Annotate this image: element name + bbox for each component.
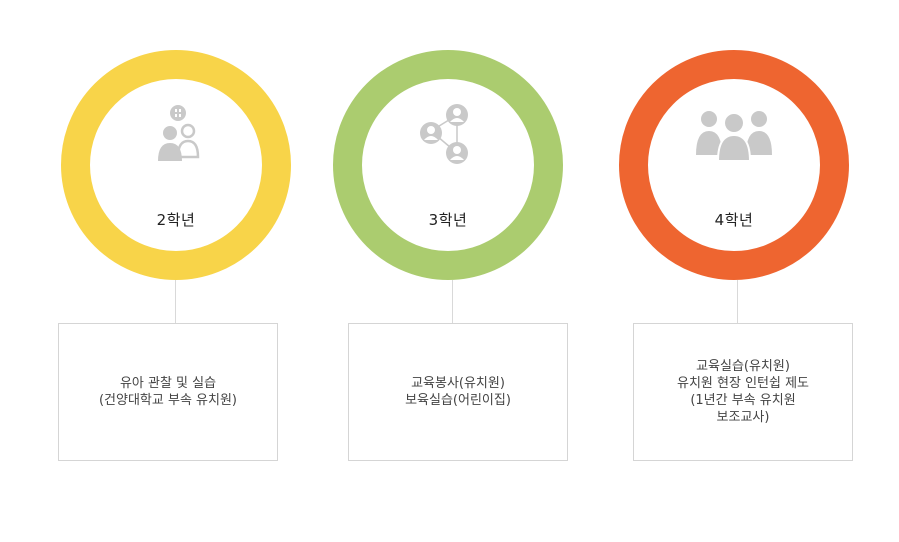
step-description: 교육실습(유치원) 유치원 현장 인턴쉽 제도 (1년간 부속 유치원 보조교사…	[633, 323, 853, 461]
connector-line	[737, 280, 738, 324]
description-line: 보육실습(어린이집)	[405, 393, 511, 408]
add-user-icon	[146, 103, 206, 171]
description-line: 유치원 현장 인턴쉽 제도	[677, 376, 809, 391]
step-description: 교육봉사(유치원) 보육실습(어린이집)	[348, 323, 568, 461]
year3-circle: 3학년	[333, 50, 563, 280]
user-network-icon	[413, 103, 483, 173]
description-line: (건양대학교 부속 유치원)	[98, 393, 237, 408]
step-label: 2학년	[156, 211, 196, 229]
step-label: 4학년	[714, 211, 754, 229]
description-line: (1년간 부속 유치원	[690, 393, 796, 408]
group-icon	[692, 103, 776, 167]
description-line: 유아 관찰 및 실습	[119, 376, 217, 391]
connector-line	[452, 280, 453, 324]
step-description: 유아 관찰 및 실습 (건양대학교 부속 유치원)	[58, 323, 278, 461]
description-line: 교육봉사(유치원)	[411, 376, 505, 391]
description-line: 보조교사)	[716, 410, 770, 425]
description-line: 교육실습(유치원)	[696, 359, 790, 374]
connector-line	[175, 280, 176, 324]
year2-circle: 2학년	[61, 50, 291, 280]
step-label: 3학년	[428, 211, 468, 229]
year4-circle: 4학년	[619, 50, 849, 280]
